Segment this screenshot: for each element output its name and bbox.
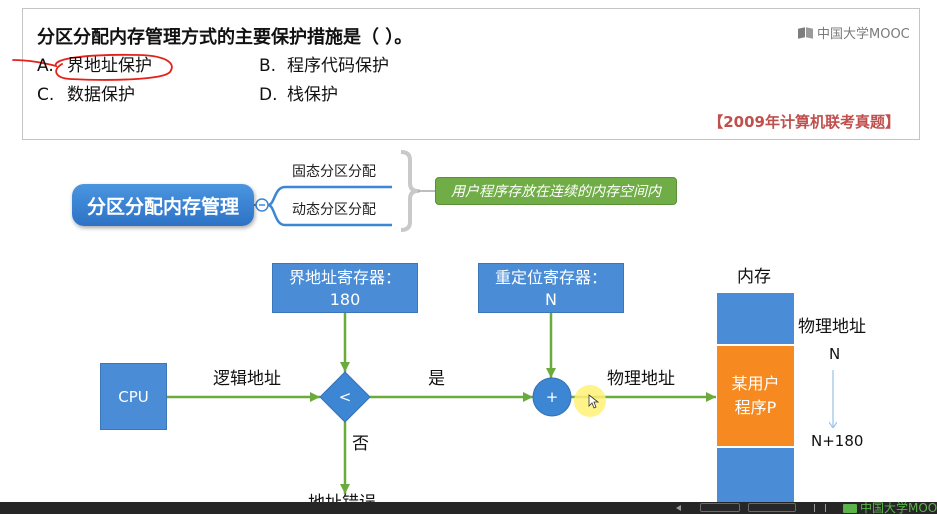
program-label-line1: 某用户 [731,374,780,393]
mooc-logo-text: 中国大学MOOC [817,26,910,42]
relocation-register-box: 重定位寄存器： N [478,263,624,313]
edge-label-yes: 是 [428,369,445,389]
player-logo: 中国大学MOOC [843,502,937,514]
question-stem: 分区分配内存管理方式的主要保护措施是（ ）。 [37,27,413,48]
relocation-register-value: N [545,290,557,309]
mindmap-root-node[interactable]: 分区分配内存管理 [72,184,254,226]
red-annotation-ellipse [12,53,173,81]
program-label-line2: 程序P [734,398,777,417]
relocation-register-title: 重定位寄存器： [494,268,607,287]
cpu-box: CPU [100,363,167,430]
bound-register-title: 界地址寄存器： [288,268,401,287]
memory-start-address: N [829,345,841,363]
memory-block-program: 某用户 程序P [716,345,795,447]
question-card [22,8,920,140]
bound-register-value: 180 [329,290,361,309]
mouse-cursor-icon [588,394,600,409]
player-logo-text: 中国大学MOOC [860,502,937,514]
edge-label-physical-address: 物理地址 [607,369,675,389]
video-player-bar: 中国大学MOOC [0,502,937,514]
add-symbol: + [545,388,559,406]
add-circle [532,377,572,417]
edge-label-no: 否 [352,434,369,454]
option-b-text: 程序代码保护 [287,56,389,76]
option-c-letter: C. [37,85,55,105]
option-d-text: 栈保护 [287,85,338,105]
mooc-logo-icon [798,26,814,39]
prev-icon[interactable] [676,505,681,511]
option-a-text: 界地址保护 [67,56,152,76]
edge-label-logical-address: 逻辑地址 [213,369,281,389]
cpu-label: CPU [118,387,149,406]
branch-static-partition: 固态分区分配 [292,164,376,180]
speed-button[interactable] [748,503,796,512]
memory-address-label: 物理地址 [798,317,866,337]
mooc-logo: 中国大学MOOC [798,23,910,42]
mindmap-root-label: 分区分配内存管理 [86,195,239,218]
right-brace [400,150,420,232]
memory-title: 内存 [737,267,771,287]
bound-register-box: 界地址寄存器： 180 [272,263,418,313]
mooc-logo-icon [843,503,857,513]
option-c-text: 数据保护 [67,85,135,105]
option-a-letter: A. [37,56,54,76]
option-b-letter: B. [259,56,277,76]
quality-button[interactable] [700,503,740,512]
branch-line-dynamic [267,203,392,227]
memory-block-top [716,292,795,345]
question-source: 【2009年计算机联考真题】 [708,113,900,131]
option-d-letter: D. [259,85,278,105]
fullscreen-icon[interactable] [814,504,826,512]
compare-diamond [319,371,371,423]
branch-dynamic-partition: 动态分区分配 [292,202,376,218]
mindmap-note-text: 用户程序存放在连续的内存空间内 [451,184,661,200]
mindmap-note-box: 用户程序存放在连续的内存空间内 [435,177,677,205]
compare-symbol: < [338,388,352,406]
memory-end-address: N+180 [811,432,864,450]
